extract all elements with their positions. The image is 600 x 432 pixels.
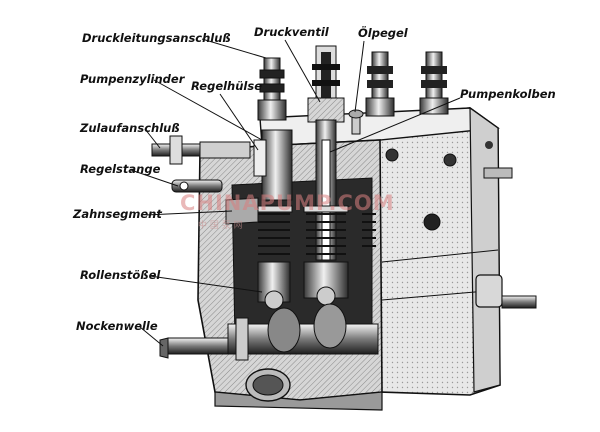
leader-lines — [130, 38, 461, 347]
watermark: CHINAPUMP.COM 中 国 泵 网 — [180, 191, 395, 231]
watermark-subtext: 中 国 泵 网 — [198, 219, 243, 231]
delivery-fittings — [257, 45, 449, 135]
label-druckventil: Druckventil — [254, 25, 330, 39]
label-rollenstoessel: Rollenstößel — [80, 268, 161, 282]
label-zahnsegment: Zahnsegment — [72, 207, 162, 221]
watermark-text: CHINAPUMP.COM — [180, 191, 395, 215]
left-inlet-and-rod — [151, 135, 259, 225]
label-nockenwelle: Nockenwelle — [76, 319, 158, 333]
label-regelhuelse: Regelhülse — [191, 79, 262, 93]
label-pumpenkolben: Pumpenkolben — [460, 87, 556, 101]
label-druckleitungsanschluss: Druckleitungsanschluß — [82, 31, 231, 45]
label-oelpegel: Ölpegel — [358, 25, 409, 40]
pump-element-section — [253, 119, 376, 310]
label-pumpenzylinder: Pumpenzylinder — [80, 72, 186, 86]
label-zulaufanschluss: Zulaufanschluß — [79, 121, 180, 135]
label-regelstange: Regelstange — [80, 162, 161, 176]
camshaft — [159, 303, 379, 361]
callout-labels: Druckleitungsanschluß Druckventil Ölpege… — [72, 25, 556, 333]
